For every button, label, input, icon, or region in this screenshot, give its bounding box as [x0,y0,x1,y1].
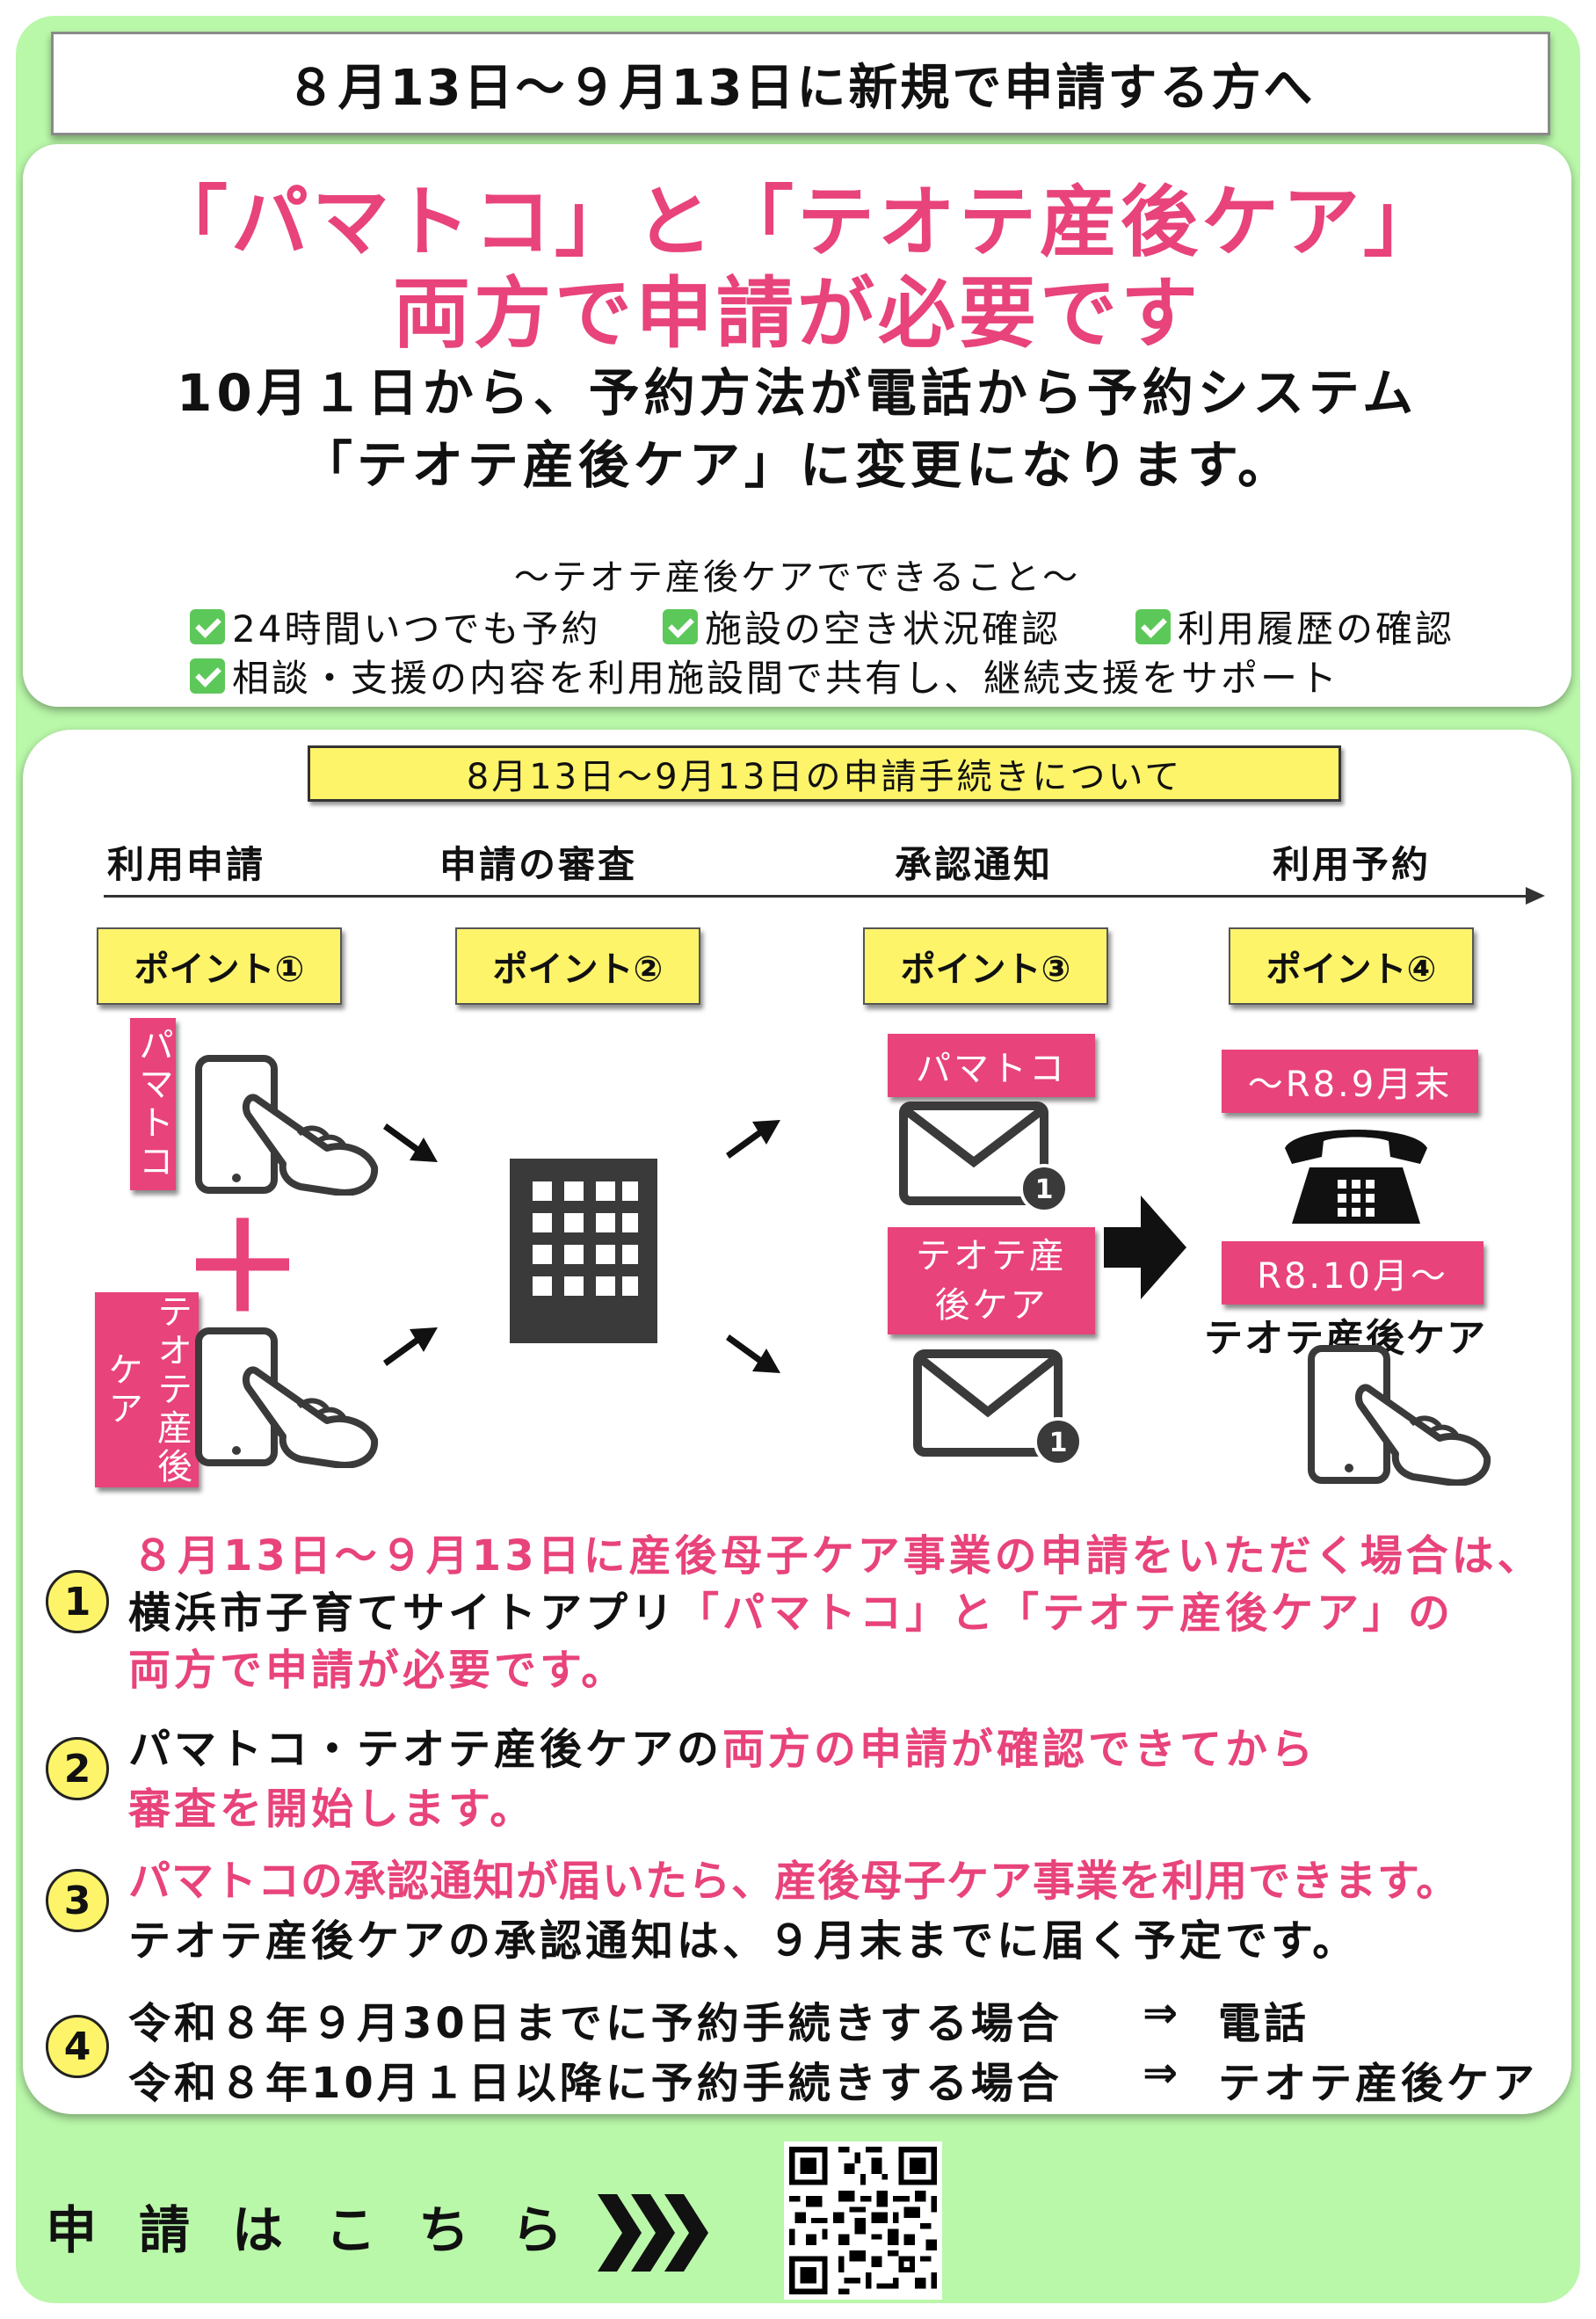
plus-sign: ＋ [181,1197,305,1341]
arrow-down-right-icon [726,1334,780,1373]
note-number-3: 3 [46,1869,109,1932]
note-4-line2: 令和８年10月１日以降に予約手続きする場合 [128,2059,1063,2108]
feature-item: 利用履歴の確認 [1135,600,1455,653]
stage-apply: 利用申請 [107,843,266,886]
process-title: 8月13日～9月13日の申請手続きについて [308,745,1341,802]
mail-icon: 1 [899,1101,1069,1213]
notice-pamatoko-label: パマトコ [888,1034,1095,1097]
arrow-up-right-icon [383,1327,438,1366]
note-2-line1: パマトコ・テオテ産後ケアの両方の申請が確認できてから [128,1725,1317,1774]
headline-line2: 両方で申請が必要です [392,268,1201,359]
feature-item: 施設の空き状況確認 [663,600,1061,653]
notice-teote-label: テオテ産後ケア [888,1227,1095,1334]
arrow-down-right-icon [383,1123,438,1162]
smartphone-tap-icon [195,1327,379,1468]
point-1: ポイント① [97,927,342,1005]
note-1-line1: ８月13日～９月13日に産後母子ケア事業の申請をいただく場合は、 [132,1531,1543,1581]
smartphone-tap-icon [1308,1345,1491,1486]
qr-code[interactable] [784,2141,942,2300]
note-number-4: 4 [46,2015,109,2078]
stage-reservation: 利用予約 [1273,843,1432,886]
top-panel: 「パマトコ」と「テオテ産後ケア」 両方で申請が必要です 10月１日から、予約方法… [23,144,1571,707]
features-title: ～テオテ産後ケアでできること～ [513,557,1081,598]
feature-item: 24時間いつでも予約 [190,600,600,653]
check-icon [190,658,225,694]
apply-here-label: 申請はこちら [46,2200,606,2260]
triple-chevron-right-icon[interactable] [598,2194,712,2272]
note-4-arrow: ⇒ [1143,1988,1182,2038]
headline-sub1: 10月１日から、予約方法が電話から予約システム [177,363,1418,423]
mail-badge-count: 1 [1049,1428,1068,1458]
telephone-icon [1285,1130,1427,1224]
mail-badge-count: 1 [1035,1174,1054,1205]
teote-label: テオテ産後ケア [95,1292,199,1487]
note-4-arrow: ⇒ [1143,2048,1182,2097]
note-3-line1: パマトコの承認通知が届いたら、産後母子ケア事業を利用できます。 [128,1857,1460,1906]
note-1-line2: 横浜市子育てサイトアプリ「パマトコ」と「テオテ産後ケア」の [128,1588,1455,1638]
pamatoko-label: パマトコ [130,1018,176,1190]
smartphone-tap-icon [195,1055,379,1196]
note-4-phone: 電話 [1218,1999,1310,2048]
check-icon [1135,608,1171,644]
stage-approval: 承認通知 [895,843,1054,886]
from-label: R8.10月～ [1222,1241,1484,1305]
timeline-arrow [104,887,1545,905]
stage-review: 申請の審査 [439,843,638,886]
point-2: ポイント② [455,927,700,1005]
arrow-up-right-icon [726,1120,780,1159]
feature-item: 相談・支援の内容を利用施設間で共有し、継続支援をサポート [190,649,1339,702]
note-4-teote: テオテ産後ケア [1218,2059,1539,2108]
arrow-right-icon [1104,1196,1186,1299]
note-number-1: 1 [46,1570,109,1633]
building-icon [510,1159,657,1343]
headline-sub2: 「テオテ産後ケア」に変更になります。 [301,435,1294,495]
point-3: ポイント③ [863,927,1108,1005]
note-1-line3: 両方で申請が必要です。 [128,1646,628,1695]
headline-line1: 「パマトコ」と「テオテ産後ケア」 [149,177,1444,267]
note-number-2: 2 [46,1737,109,1800]
mail-icon: 1 [913,1349,1083,1466]
note-4-line1: 令和８年９月30日までに予約手続きする場合 [128,1999,1063,2048]
note-2-line2: 審査を開始します。 [128,1785,536,1834]
until-label: ～R8.9月末 [1222,1050,1478,1113]
check-icon [663,608,698,644]
check-icon [190,608,225,644]
point-4: ポイント④ [1229,927,1474,1005]
header-title: ８月13日～９月13日に新規で申請する方へ [51,32,1550,135]
note-3-line2: テオテ産後ケアの承認通知は、９月末までに届く予定です。 [128,1916,1359,1966]
